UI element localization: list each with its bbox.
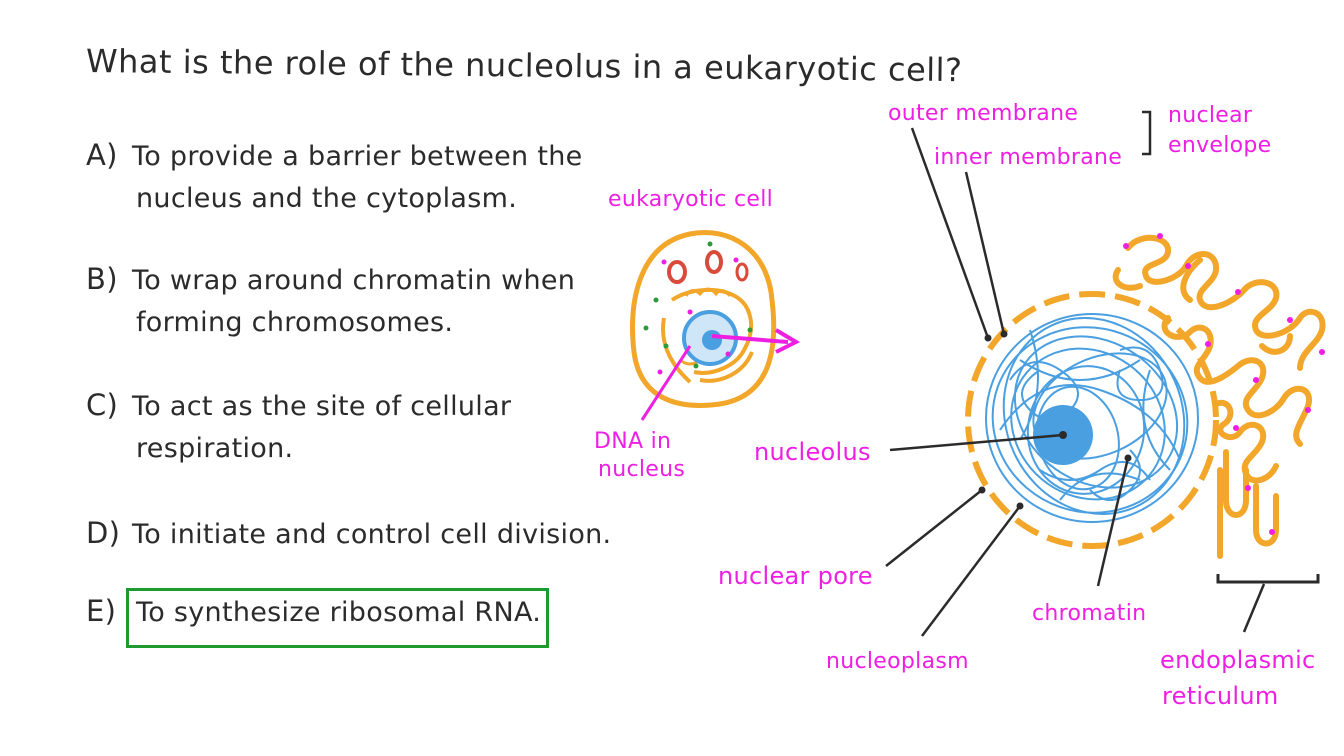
mitochondrion-icon bbox=[705, 250, 723, 274]
nucleoplasm-leader bbox=[921, 505, 1021, 637]
label-eukaryotic-cell: eukaryotic cell bbox=[608, 187, 774, 212]
option-text-line2: nucleus and the cytoplasm. bbox=[136, 183, 518, 214]
correct-answer-highlight bbox=[126, 588, 549, 648]
inner-membrane-leader bbox=[964, 171, 1006, 335]
small-eukaryotic-cell bbox=[630, 230, 801, 421]
option-text-line2: respiration. bbox=[136, 433, 294, 464]
mitochondrion-icon bbox=[735, 262, 749, 282]
cell-membrane bbox=[630, 230, 777, 408]
dna-leader-line bbox=[640, 345, 692, 421]
option-d[interactable]: D) To initiate and control cell division. bbox=[86, 512, 611, 556]
label-nucleoplasm: nucleoplasm bbox=[826, 649, 969, 674]
option-letter: D) bbox=[86, 516, 121, 550]
label-endoplasmic-reticulum-1: endoplasmic bbox=[1160, 646, 1316, 674]
label-nuclear-pore: nuclear pore bbox=[718, 562, 873, 590]
option-text-line1: To initiate and control cell division. bbox=[132, 519, 612, 550]
endoplasmic-reticulum bbox=[1112, 234, 1326, 559]
zoom-arrow bbox=[711, 334, 789, 344]
er-leader bbox=[1242, 583, 1266, 633]
outer-membrane-leader bbox=[910, 127, 990, 339]
option-letter: A) bbox=[86, 138, 118, 172]
small-nucleolus bbox=[702, 330, 722, 350]
ribosome-dots bbox=[643, 241, 753, 369]
er-bracket bbox=[1216, 574, 1320, 584]
option-text-line1: To act as the site of cellular bbox=[132, 391, 512, 422]
label-nuclear-envelope-2: envelope bbox=[1168, 133, 1272, 158]
label-chromatin: chromatin bbox=[1032, 601, 1147, 626]
nuclear-envelope bbox=[965, 291, 1219, 549]
option-b[interactable]: B) To wrap around chromatin when forming … bbox=[86, 258, 575, 344]
pink-dots bbox=[657, 257, 739, 375]
option-letter: E) bbox=[86, 594, 117, 628]
mitochondrion-icon bbox=[667, 260, 687, 284]
option-c[interactable]: C) To act as the site of cellular respira… bbox=[86, 384, 511, 470]
chromatin-leader bbox=[1096, 457, 1130, 587]
leader-dots bbox=[978, 330, 1132, 510]
option-text-line1: To synthesize ribosomal RNA. bbox=[136, 597, 542, 628]
leader-lines bbox=[885, 127, 1266, 637]
label-nucleolus: nucleolus bbox=[754, 438, 871, 466]
option-text-line1: To wrap around chromatin when bbox=[132, 265, 576, 296]
er-ribosome-dots bbox=[1123, 233, 1325, 535]
label-inner-membrane: inner membrane bbox=[934, 145, 1123, 170]
option-a[interactable]: A) To provide a barrier between the nucle… bbox=[86, 134, 583, 220]
label-outer-membrane: outer membrane bbox=[888, 101, 1079, 126]
zoom-arrowhead bbox=[774, 328, 801, 354]
option-text-line1: To provide a barrier between the bbox=[132, 141, 583, 172]
option-letter: C) bbox=[86, 388, 119, 422]
label-dna-in-nucleus-2: nucleus bbox=[598, 457, 686, 482]
nucleolus-leader bbox=[889, 433, 1064, 452]
option-text-line2: forming chromosomes. bbox=[136, 307, 454, 338]
envelope-bracket bbox=[1142, 110, 1152, 156]
nuclear-pore-leader bbox=[885, 489, 983, 567]
label-endoplasmic-reticulum-2: reticulum bbox=[1162, 682, 1279, 710]
option-letter: B) bbox=[86, 262, 118, 296]
label-dna-in-nucleus-1: DNA in bbox=[594, 429, 672, 454]
option-e[interactable]: E) To synthesize ribosomal RNA. bbox=[86, 590, 541, 634]
label-nuclear-envelope-1: nuclear bbox=[1168, 103, 1253, 128]
